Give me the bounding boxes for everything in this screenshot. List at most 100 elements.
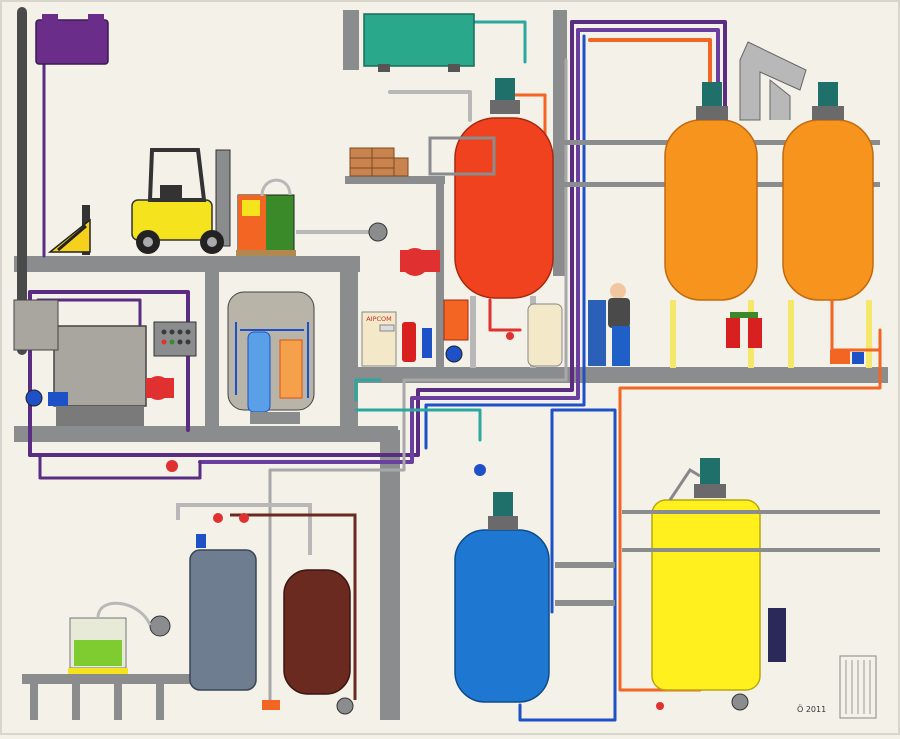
boiler-stack: [13, 299, 59, 351]
grey-reactor-line: [388, 90, 472, 122]
purple-lower-branch: [38, 453, 202, 480]
orange-reactors: [560, 41, 880, 368]
reactor-base-equipment: [402, 299, 563, 367]
control-panel-icon: [153, 321, 197, 357]
boiler: [13, 299, 197, 426]
red-filter-icon: [402, 322, 416, 362]
valve-icon: [213, 513, 223, 523]
platform-leg: [72, 684, 80, 720]
slate-tank-motor: [196, 534, 206, 548]
water-treatment: [227, 291, 315, 424]
purple-upper-loop: [36, 298, 142, 327]
red-reactor: [400, 78, 554, 368]
pipe-bundle: [17, 7, 882, 722]
walkway-platform: [345, 176, 445, 184]
motor-icon: [702, 82, 722, 108]
pump-icon: [149, 615, 171, 637]
brown-tank: [283, 569, 351, 695]
bag-filter-icon: [768, 608, 786, 662]
purple-hopper-icon: [35, 19, 109, 65]
worker-console: [588, 300, 606, 366]
bottom-left-tanks: [149, 460, 357, 715]
motor-mount: [488, 516, 518, 530]
blue-filter-icon: [422, 328, 432, 358]
boiler-icon: [53, 325, 147, 407]
aipcom-control-box: AIPCOM: [361, 311, 397, 367]
burner-housing: [146, 378, 174, 398]
access-stair: [555, 562, 615, 568]
reactor-icon: [664, 119, 758, 301]
hopper-lid: [42, 14, 58, 22]
warning-sign-icon: [47, 205, 91, 255]
treatment-pipework: [235, 322, 309, 398]
control-box-brand: AIPCOM: [366, 315, 392, 323]
exchanger-saddle: [448, 64, 460, 72]
artist-signature: Ö 2011: [797, 704, 826, 714]
tote-base: [68, 668, 128, 674]
valve-icon: [656, 702, 664, 710]
motor-mount: [696, 106, 728, 120]
platform-leg: [30, 684, 38, 720]
column-left: [205, 256, 219, 442]
red-reactor-outlet: [488, 298, 522, 332]
worker-head: [610, 283, 626, 299]
reactor-railing: [428, 136, 496, 176]
bottom-left-platform: [22, 674, 197, 720]
hopper-lid: [88, 14, 104, 22]
motor-icon: [818, 82, 838, 108]
heat-exchanger-icon: [363, 13, 475, 67]
worker-body: [608, 298, 630, 328]
valve-icon: [166, 460, 178, 472]
blue-vessel: [247, 331, 271, 413]
brown-tank-pipes: [230, 513, 357, 700]
green-valve: [730, 312, 758, 318]
reactor-icon: [454, 117, 554, 299]
upper-floor-slab: [14, 256, 360, 272]
yellow-railing-lower: [622, 548, 880, 552]
forklift-icon: [131, 148, 231, 254]
forklift-seat: [160, 185, 182, 200]
orange-drain: [830, 300, 880, 352]
motor-mount: [812, 106, 844, 120]
orange-yellow-feed: [618, 328, 882, 692]
filter-press-plates: [845, 660, 871, 714]
building-structure: [14, 10, 888, 720]
platform-deck: [22, 674, 197, 684]
purple-hopper: [35, 14, 109, 65]
reactor-leg: [788, 300, 794, 368]
pump-icon: [25, 389, 43, 407]
reactor-leg: [470, 296, 476, 368]
motor-icon: [493, 492, 513, 518]
platform-leg: [156, 684, 164, 720]
control-panel-buttons: [161, 329, 191, 345]
control-box-icon: [361, 311, 397, 367]
bag-filter-icon: [726, 318, 740, 348]
column-mid: [340, 256, 358, 442]
teal-mid-line: [354, 378, 482, 442]
flow-meter: [474, 464, 486, 476]
purple-main-2: [576, 28, 720, 120]
access-stair: [555, 600, 615, 606]
exchanger-saddle: [378, 64, 390, 72]
motor-icon: [495, 78, 515, 100]
yellow-tank: [555, 458, 880, 719]
yellow-tank-vessel: [651, 499, 761, 691]
blue-tank-vessel: [454, 529, 550, 703]
pump-icon: [336, 697, 354, 715]
cream-vessel: [527, 303, 563, 367]
column-center: [380, 430, 400, 720]
orange-valve: [262, 700, 280, 710]
valve-icon: [239, 513, 249, 523]
filter-icon: [279, 339, 303, 399]
worker-legs: [612, 326, 630, 366]
slate-tank: [189, 549, 257, 691]
control-box-screen: [379, 324, 395, 332]
sack-pallet-icon: [349, 147, 409, 177]
condenser-duct: [769, 78, 791, 120]
condenser-icon: [739, 41, 807, 121]
orange-cabinet: [443, 299, 469, 341]
burner-housing: [400, 250, 440, 272]
pump-icon: [731, 693, 749, 711]
column-top: [343, 10, 359, 70]
